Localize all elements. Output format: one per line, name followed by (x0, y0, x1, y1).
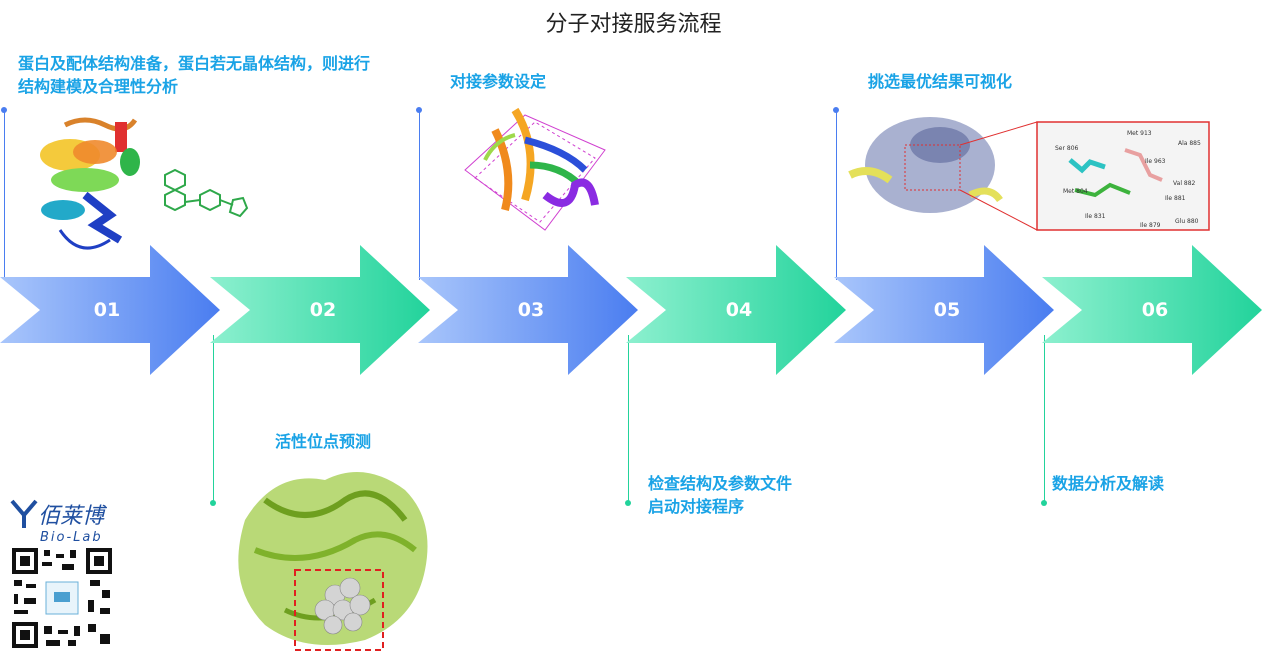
residue-label-4: Ile 963 (1145, 158, 1166, 165)
active-site-image (238, 472, 428, 651)
arrow-step-04: 04 (626, 245, 846, 375)
arrow-step-05: 05 (834, 245, 1054, 375)
step-04-number: 04 (725, 299, 753, 321)
active-site-box (294, 569, 384, 651)
ligand-molecule (164, 168, 249, 218)
step-02-number: 02 (309, 299, 337, 321)
arrow-step-01: 01 (0, 245, 220, 375)
connector-05 (836, 110, 837, 280)
residue-label-9: Ile 879 (1140, 222, 1161, 229)
connector-04 (628, 335, 629, 503)
connector-dot-02 (210, 500, 216, 506)
logo-en-text: Bio-Lab (40, 530, 103, 545)
connector-dot-03 (416, 107, 422, 113)
step-01-number: 01 (93, 299, 121, 321)
residue-label-6: Val 882 (1173, 180, 1196, 187)
step-01-label: 蛋白及配体结构准备，蛋白若无晶体结构，则进行结构建模及合理性分析 (18, 54, 371, 96)
connector-dot-05 (833, 107, 839, 113)
logo-y-icon (10, 499, 38, 528)
page-title: 分子对接服务流程 (545, 12, 722, 37)
connector-01 (4, 110, 5, 280)
step-03-label: 对接参数设定 (450, 72, 547, 91)
docking-box-image (464, 107, 606, 231)
residue-label-10: Glu 880 (1175, 218, 1199, 225)
residue-label-1: Ser 806 (1055, 145, 1079, 152)
arrow-step-06: 06 (1042, 245, 1262, 375)
connector-03 (419, 110, 420, 280)
company-logo: 佰莱博 Bio-Lab (10, 498, 120, 545)
ligand-spheres (314, 577, 371, 635)
docking-result-image: Ser 806 Met 913 Ala 885 Ile 963 Met 804 … (848, 117, 1210, 231)
step-06-label: 数据分析及解读 (1052, 474, 1165, 493)
connector-dot-04 (625, 500, 631, 506)
residue-label-5: Met 804 (1063, 188, 1088, 195)
step-03-number: 03 (517, 299, 545, 321)
connector-dot-01 (1, 107, 7, 113)
step-06-number: 06 (1141, 299, 1169, 321)
connector-02 (213, 335, 214, 503)
residue-label-7: Ile 881 (1165, 195, 1186, 202)
qr-code-image (12, 548, 112, 648)
connector-dot-06 (1041, 500, 1047, 506)
arrow-step-02: 02 (210, 245, 430, 375)
step-05-label: 挑选最优结果可视化 (868, 72, 1013, 91)
step-04-label: 检查结构及参数文件 启动对接程序 (648, 472, 792, 518)
step-05-number: 05 (933, 299, 961, 321)
step-02-label: 活性位点预测 (275, 432, 372, 451)
residue-label-3: Ala 885 (1178, 140, 1201, 147)
residue-label-8: Ile 831 (1085, 213, 1106, 220)
residue-label-2: Met 913 (1127, 130, 1152, 137)
step-04-label-line-2: 启动对接程序 (648, 497, 745, 516)
step-04-label-line-1: 检查结构及参数文件 (648, 474, 793, 493)
protein-structure-image (40, 117, 249, 250)
logo-cn-text: 佰莱博 (38, 504, 105, 529)
connector-06 (1044, 335, 1045, 503)
arrow-step-03: 03 (418, 245, 638, 375)
zoom-panel (1036, 121, 1210, 231)
